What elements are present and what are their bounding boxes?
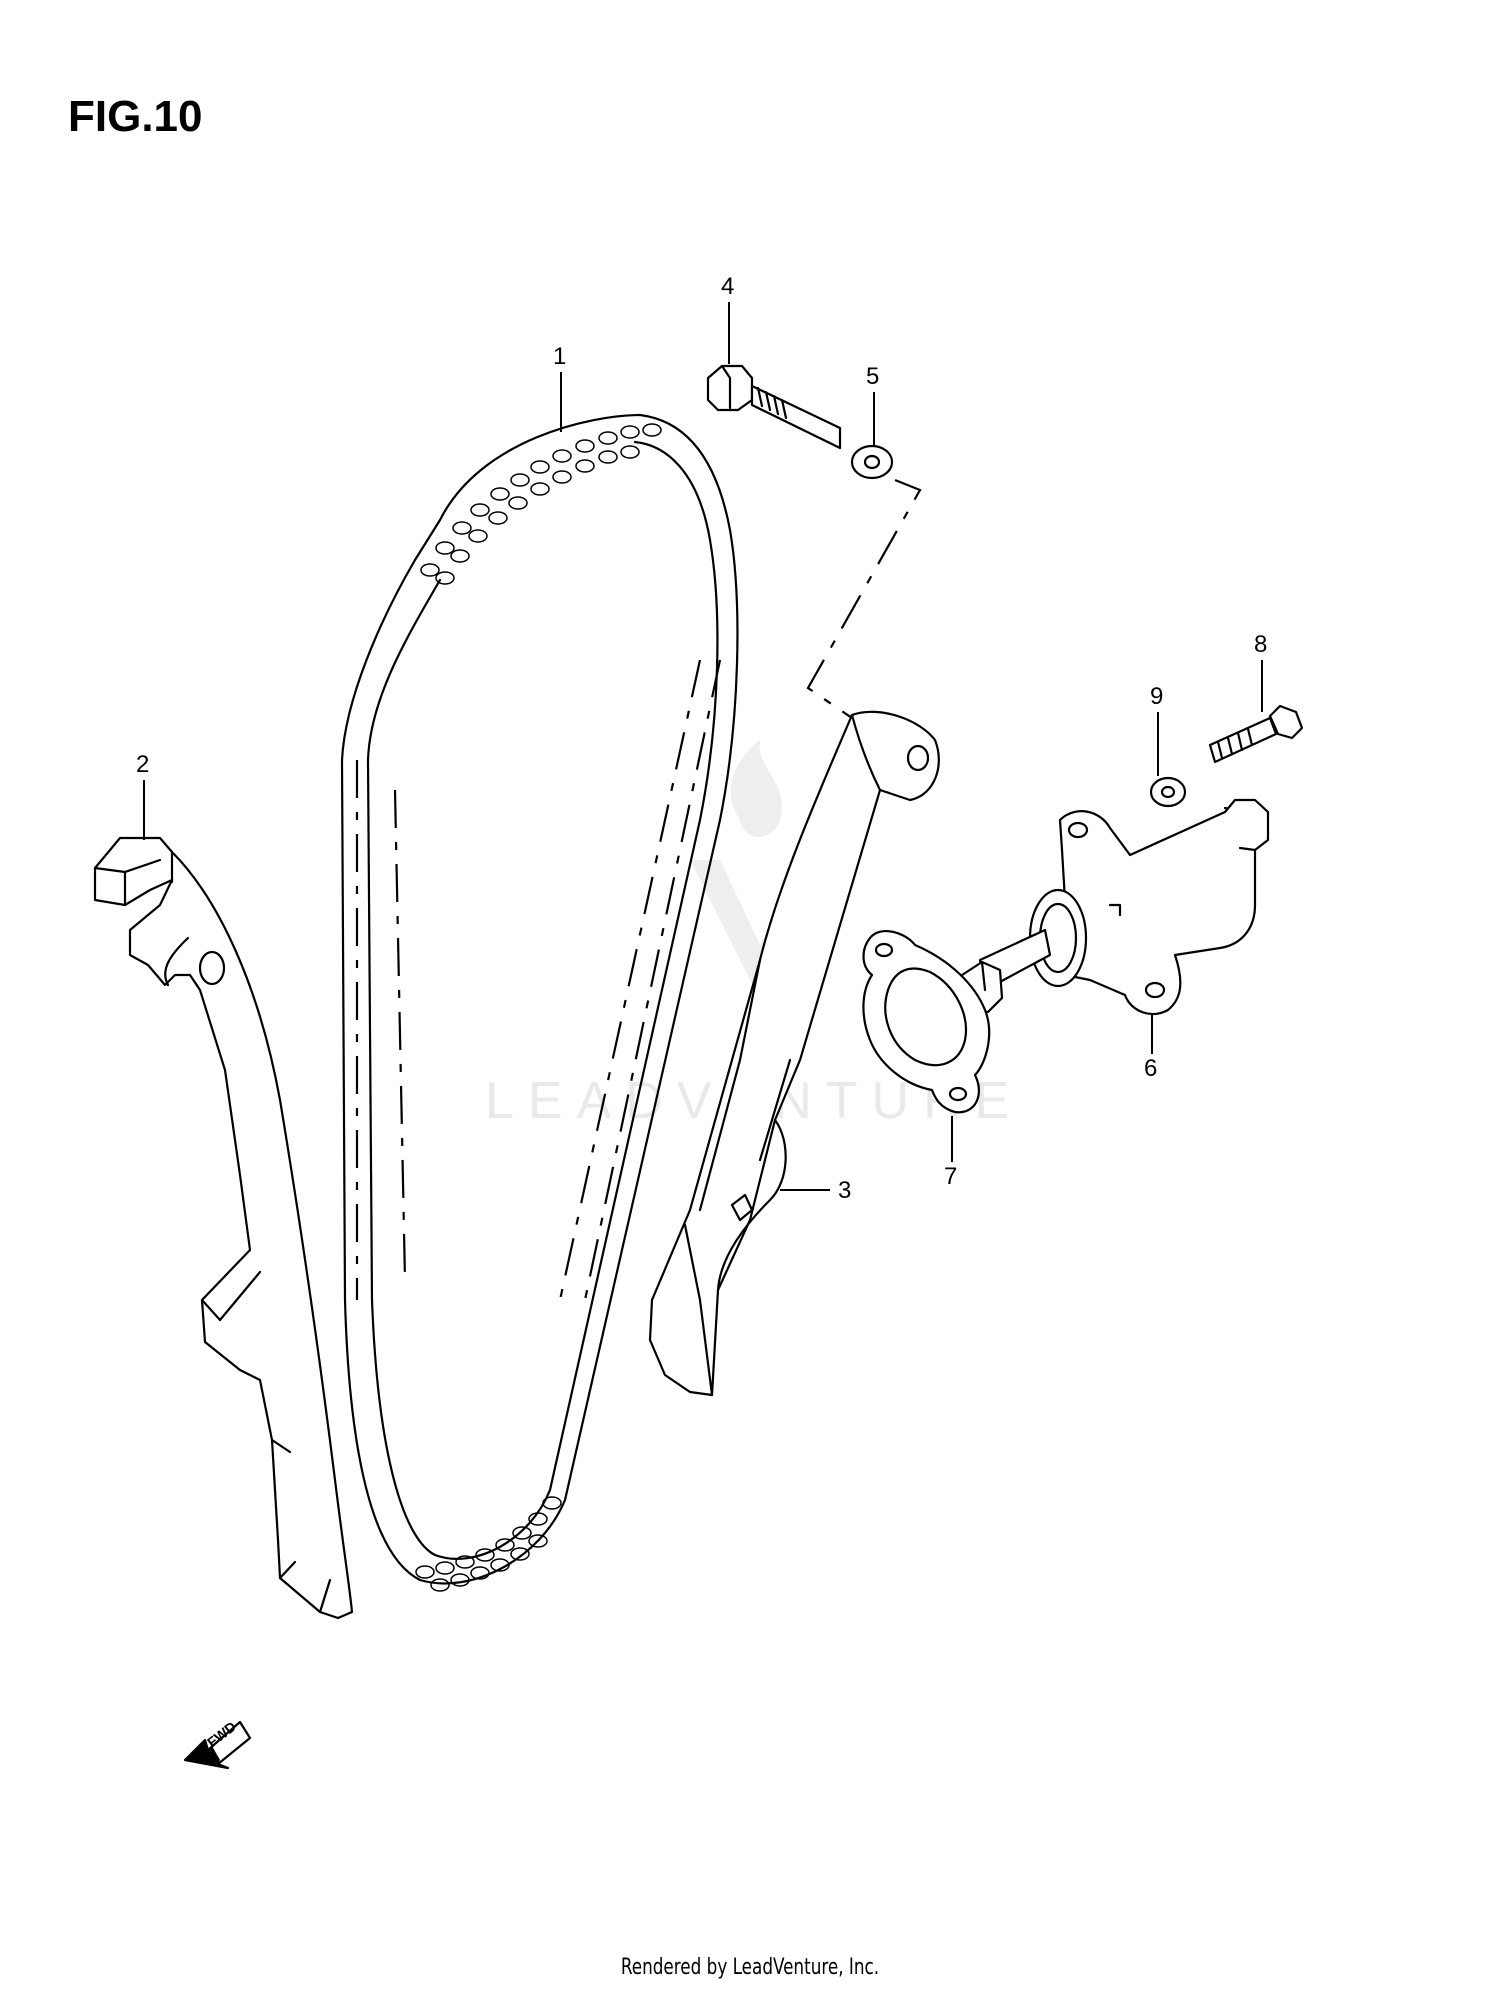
- callout-6-label: 6: [1144, 1055, 1157, 1082]
- figure-title: FIG.10: [68, 92, 203, 141]
- callout-9-label: 9: [1150, 683, 1163, 710]
- callout-4-label: 4: [721, 273, 734, 300]
- part-1-cam-chain[interactable]: [340, 413, 739, 1592]
- callout-2-label: 2: [136, 751, 149, 778]
- callout-3-label: 3: [838, 1177, 851, 1204]
- part-7-gasket[interactable]: [862, 929, 991, 1114]
- part-9-washer[interactable]: [1149, 776, 1187, 808]
- chain-links-top: [420, 423, 662, 585]
- part-6-tensioner-adjuster[interactable]: [958, 798, 1270, 1016]
- callout-1[interactable]: 1: [553, 343, 566, 432]
- fwd-arrow-icon: FWD: [183, 1718, 252, 1770]
- part-2-chain-guide[interactable]: [93, 836, 354, 1620]
- part-3-tensioner-arm[interactable]: [648, 710, 940, 1397]
- callout-4[interactable]: 4: [721, 273, 734, 364]
- callout-1-label: 1: [553, 343, 566, 370]
- callout-2[interactable]: 2: [136, 751, 149, 840]
- callout-5[interactable]: 5: [866, 363, 879, 446]
- part-5-washer[interactable]: [850, 444, 894, 480]
- callout-5-label: 5: [866, 363, 879, 390]
- part-8-bolt[interactable]: [1208, 704, 1304, 764]
- callout-9[interactable]: 9: [1150, 683, 1163, 776]
- part-4-bolt[interactable]: [706, 364, 842, 450]
- footer-credit: Rendered by LeadVenture, Inc.: [620, 1955, 880, 1980]
- chain-links-bottom: [415, 1496, 562, 1592]
- callout-7-label: 7: [944, 1163, 957, 1190]
- callout-3[interactable]: 3: [780, 1177, 851, 1204]
- callout-7[interactable]: 7: [944, 1116, 957, 1190]
- callout-8-label: 8: [1254, 631, 1267, 658]
- callout-8[interactable]: 8: [1254, 631, 1267, 712]
- callout-6[interactable]: 6: [1144, 1014, 1157, 1082]
- assembly-guide-line: [806, 478, 922, 719]
